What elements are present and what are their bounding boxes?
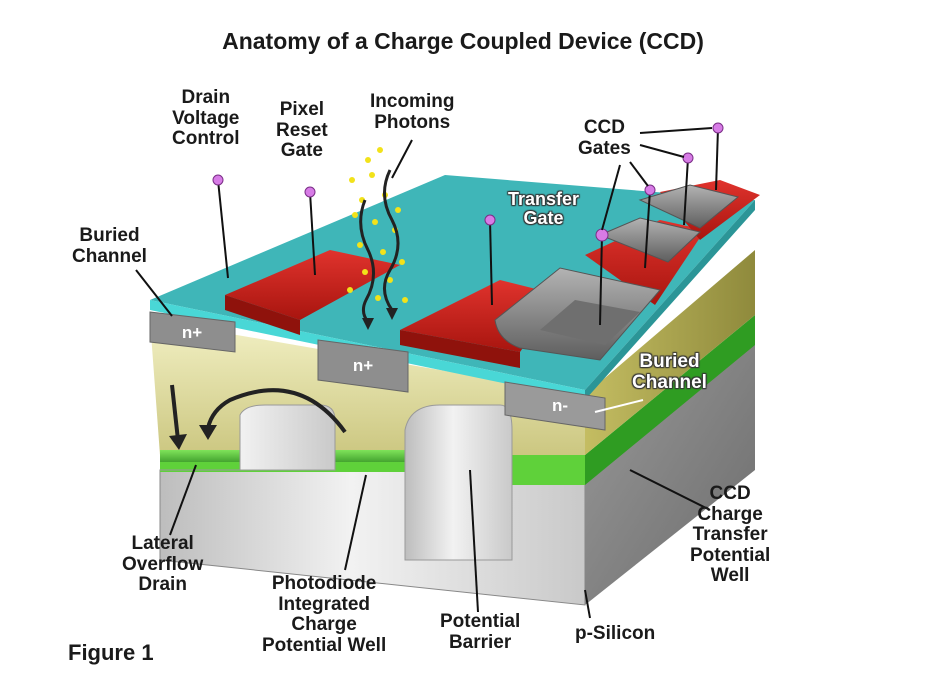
photon-arrowhead-1	[386, 308, 398, 320]
potential-barrier-shape	[404, 404, 513, 561]
p-silicon-line-1: p-Silicon	[575, 623, 656, 644]
ccd-gates-label: CCD Gates	[578, 117, 631, 159]
pixel-reset-line-3: Gate	[280, 140, 323, 162]
ccd-gates-line-2: Gates	[578, 137, 631, 159]
drain-voltage-line-3: Control	[172, 128, 240, 150]
incoming-photons-line-2: Photons	[374, 111, 451, 133]
drain-voltage-pin	[217, 179, 229, 279]
figure-label: Figure 1	[68, 640, 154, 665]
ccd-gates-leader-c	[629, 161, 649, 187]
silicon-leader	[584, 589, 591, 619]
p-silicon-label: p-Silicon	[575, 623, 656, 645]
transfer-well-line-5: Well	[710, 565, 750, 587]
lateral-drain-line-3: Drain	[138, 574, 187, 596]
photodiode-line-1: Photodiode	[271, 573, 377, 594]
n-plus-left-region	[149, 311, 236, 353]
pixel-reset-contact	[304, 186, 316, 198]
ccd-gate-pin-4	[715, 127, 719, 191]
ccd-gate-pin-3	[683, 157, 689, 226]
lateral-drain-leader	[169, 464, 197, 536]
ccd-gate-gray-3	[638, 184, 740, 229]
lateral-overflow-drain-label: Lateral Overflow Drain	[122, 533, 204, 596]
drain-voltage-contact	[212, 174, 224, 186]
photodiode-leader	[344, 474, 367, 571]
buried-channel-right-label: Buried Channel	[632, 351, 707, 393]
pixel-reset-line-2: Reset	[276, 119, 328, 141]
ccd-gate-contact-4	[712, 122, 724, 134]
photodiode-line-2: Integrated	[278, 593, 371, 615]
buried-channel-right-line-1: Buried	[639, 351, 700, 372]
photon-wave-2	[359, 199, 375, 323]
ccd-gate-contact-2	[644, 184, 656, 196]
transfer-well-leader	[629, 469, 711, 511]
buried-channel-left-line-1: Buried	[79, 225, 140, 246]
ccd-transfer-well-label: CCD Charge Transfer Potential Well	[690, 483, 771, 587]
drain-voltage-control-label: Drain Voltage Control	[172, 87, 240, 150]
photon-wave-1	[383, 169, 400, 311]
overflow-arrow-down	[170, 384, 180, 441]
ccd-gate-pin-2	[644, 189, 651, 269]
silicon-bump-left	[160, 404, 336, 471]
transfer-gate-label: Transfer Gate	[508, 189, 580, 229]
transfer-well-side	[585, 315, 755, 485]
barrier-leader	[469, 469, 479, 613]
photodiode-well-label: Photodiode Integrated Charge Potential W…	[262, 573, 387, 656]
pixel-reset-pin	[309, 191, 316, 276]
pixel-reset-gate-block	[225, 250, 400, 320]
n-plus-center-label: n+	[353, 356, 373, 375]
ccd-gate-contact-3	[682, 152, 694, 164]
n-plus-left-label: n+	[182, 323, 202, 342]
potential-barrier-label: Potential Barrier	[440, 611, 521, 653]
photodiode-line-3: Charge	[291, 614, 357, 636]
transfer-well-line-2: Charge	[697, 503, 763, 525]
barrier-line-1: Potential	[440, 611, 521, 632]
oxide-side-edge	[585, 200, 755, 400]
overflow-arrowhead-down	[169, 434, 187, 450]
buried-channel-left-line-2: Channel	[72, 245, 147, 267]
ccd-gates-leader-a	[639, 127, 713, 134]
transfer-gate-contact	[484, 214, 496, 226]
transfer-well-line-4: Potential	[690, 544, 771, 566]
lateral-drain-line-2: Overflow	[122, 553, 204, 575]
incoming-photons-pointer	[391, 139, 413, 179]
transfer-gate-line-2: Gate	[523, 208, 564, 229]
overflow-arrowhead-curve	[199, 425, 217, 440]
transfer-gate-line-1: Transfer	[508, 189, 580, 209]
ccd-gate-pin-1	[599, 234, 603, 326]
barrier-line-2: Barrier	[448, 631, 512, 653]
n-minus-region	[504, 381, 606, 431]
transfer-gate-pin	[489, 219, 493, 306]
buried-channel-left-leader	[135, 269, 173, 317]
buried-channel-right-leader	[594, 399, 644, 413]
photon-arrowhead-2	[362, 318, 374, 330]
photodiode-line-4: Potential Well	[262, 634, 387, 656]
p-silicon-side	[585, 330, 755, 605]
ccd-gates-leader-d	[601, 164, 621, 231]
incoming-photons-line-1: Incoming	[370, 91, 455, 112]
diagram-title: Anatomy of a Charge Coupled Device (CCD)	[222, 28, 704, 54]
ccd-gates-leader-b	[639, 144, 685, 158]
buried-channel-left-label: Buried Channel	[72, 225, 147, 267]
drain-voltage-line-2: Voltage	[172, 107, 240, 129]
n-plus-center-region	[317, 339, 409, 393]
transfer-well-line-3: Transfer	[692, 524, 768, 546]
pixel-reset-gate-label: Pixel Reset Gate	[276, 99, 328, 162]
incoming-photons-label: Incoming Photons	[370, 91, 455, 133]
buried-channel-right-line-2: Channel	[632, 371, 707, 393]
ccd-gate-contact-1	[595, 228, 609, 242]
overflow-arrow-curve	[206, 388, 347, 434]
ccd-gates-line-1: CCD	[583, 117, 625, 138]
transfer-well-line-1: CCD	[709, 483, 751, 504]
n-minus-label: n-	[552, 396, 568, 415]
lateral-drain-line-1: Lateral	[131, 533, 194, 554]
green-strip-bottom	[160, 462, 585, 472]
drain-voltage-line-1: Drain	[181, 87, 231, 108]
pixel-reset-line-1: Pixel	[279, 99, 325, 120]
